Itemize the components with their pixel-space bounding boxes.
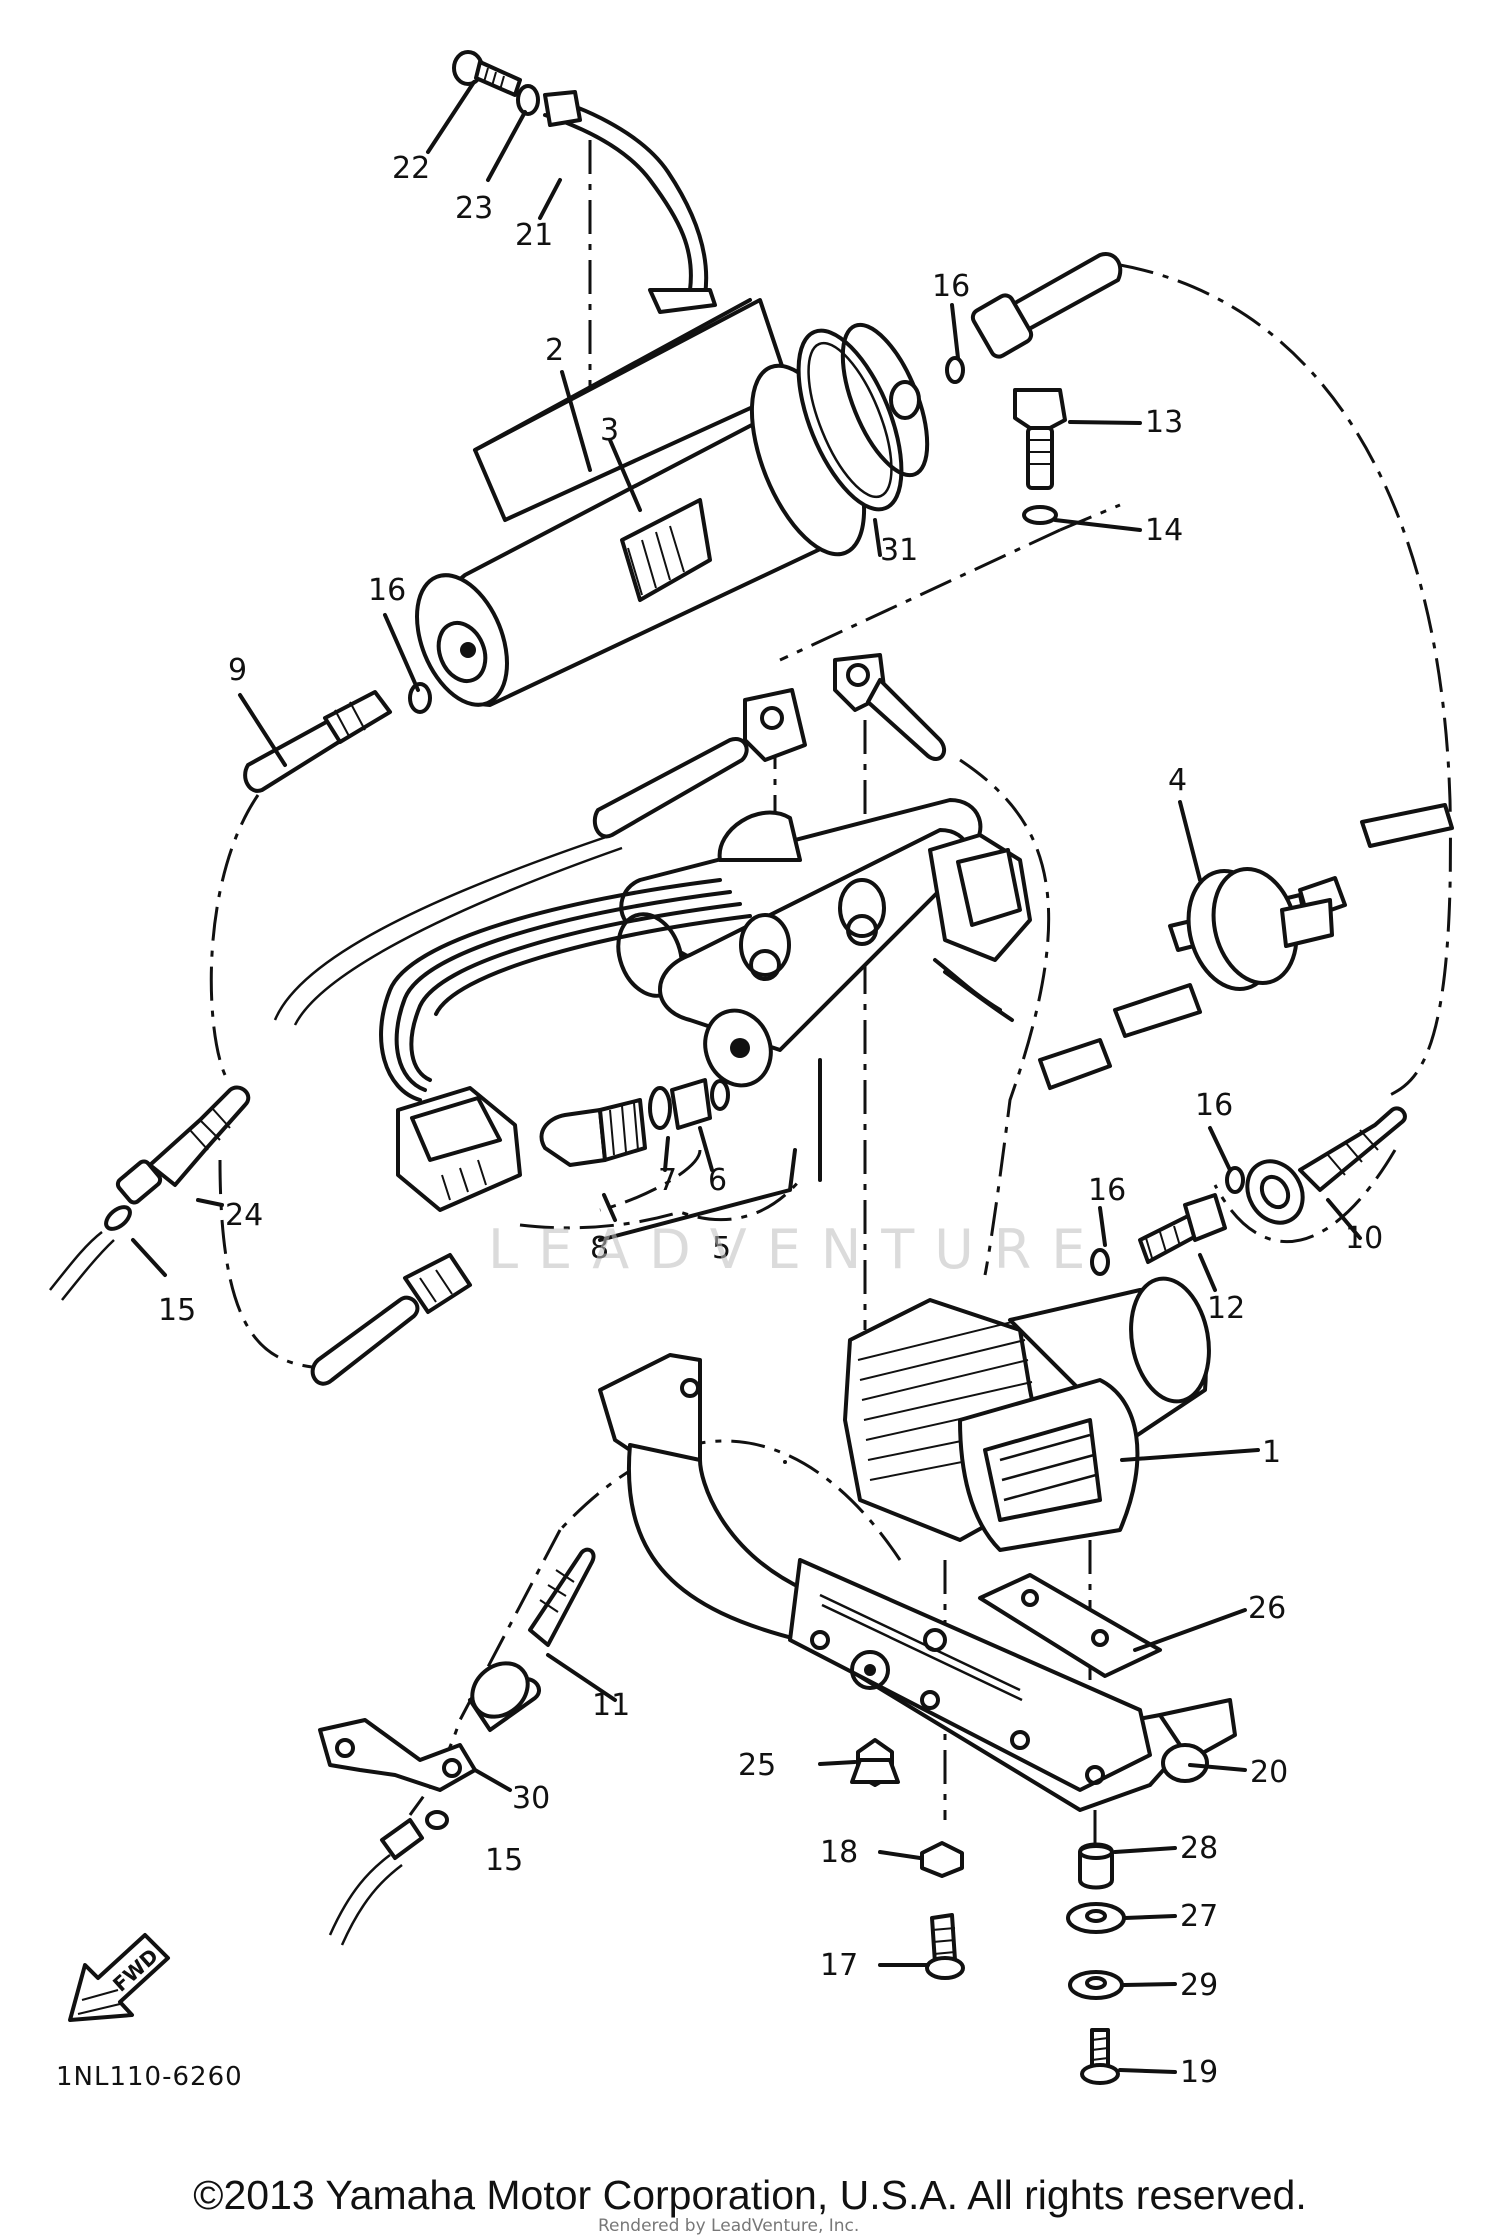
strap-assembly <box>452 50 717 314</box>
callout-12: 12 <box>1207 1291 1245 1326</box>
fitting-12 <box>1090 1193 1227 1276</box>
callout-16d: 16 <box>1088 1173 1126 1208</box>
fwd-arrow-icon: FWD <box>68 1933 170 2022</box>
sensor-11 <box>468 1547 617 1732</box>
callout-15a: 15 <box>158 1293 196 1328</box>
callout-21: 21 <box>515 218 553 253</box>
callout-9: 9 <box>228 653 247 688</box>
callout-26: 26 <box>1248 1591 1286 1626</box>
callout-3: 3 <box>600 413 619 448</box>
callout-31: 31 <box>880 533 918 568</box>
callout-25: 25 <box>738 1748 776 1783</box>
upper-fittings <box>945 252 1123 525</box>
hoses-and-grommet <box>1038 803 1454 1090</box>
callout-1: 1 <box>1262 1435 1281 1470</box>
callout-numbers: 22 23 21 16 2 13 3 31 14 16 9 4 16 16 24… <box>158 151 1383 2090</box>
hardware-items <box>818 1738 1177 2085</box>
plate-26 <box>978 1573 1247 1678</box>
leader-lines <box>131 80 1362 1772</box>
fitting-9 <box>243 682 432 793</box>
mounting-bracket <box>598 1353 1237 1812</box>
fitting-24 <box>49 1085 251 1301</box>
callout-10: 10 <box>1345 1221 1383 1256</box>
watermark: LEADVENTURE <box>488 1218 1106 1281</box>
callout-17: 17 <box>820 1948 858 1983</box>
callout-27: 27 <box>1180 1899 1218 1934</box>
callout-2: 2 <box>545 333 564 368</box>
bracket-30 <box>318 1718 512 1946</box>
sensor-stack-5 <box>539 1058 822 1242</box>
callout-15b: 15 <box>485 1843 523 1878</box>
copyright-notice: ©2013 Yamaha Motor Corporation, U.S.A. A… <box>193 2172 1307 2218</box>
catalog-code: 1NL110-6260 <box>56 2062 243 2092</box>
callout-6: 6 <box>708 1163 727 1198</box>
banjo-fittings <box>592 653 947 839</box>
callout-19: 19 <box>1180 2055 1218 2090</box>
callout-18: 18 <box>820 1835 858 1870</box>
callout-16c: 16 <box>1195 1088 1233 1123</box>
callout-23: 23 <box>455 191 493 226</box>
callout-28: 28 <box>1180 1831 1218 1866</box>
hydraulic-unit <box>273 798 1032 1212</box>
callout-30: 30 <box>512 1781 550 1816</box>
callout-16a: 16 <box>932 269 970 304</box>
control-unit-1 <box>843 1276 1260 1552</box>
callout-24: 24 <box>225 1198 263 1233</box>
callout-20: 20 <box>1250 1755 1288 1790</box>
callout-16b: 16 <box>368 573 406 608</box>
lower-left-fitting <box>310 1253 472 1386</box>
callout-11: 11 <box>592 1688 630 1723</box>
callout-29: 29 <box>1180 1968 1218 2003</box>
callout-22: 22 <box>392 151 430 186</box>
callout-4: 4 <box>1168 763 1187 798</box>
callout-14: 14 <box>1145 513 1183 548</box>
callout-7: 7 <box>658 1163 677 1198</box>
pump-motor <box>415 298 930 707</box>
callout-8: 8 <box>590 1231 609 1266</box>
callout-5: 5 <box>712 1231 731 1266</box>
fitting-10 <box>1225 1106 1407 1225</box>
renderer-credit: Rendered by LeadVenture, Inc. <box>598 2216 860 2236</box>
callout-13: 13 <box>1145 405 1183 440</box>
